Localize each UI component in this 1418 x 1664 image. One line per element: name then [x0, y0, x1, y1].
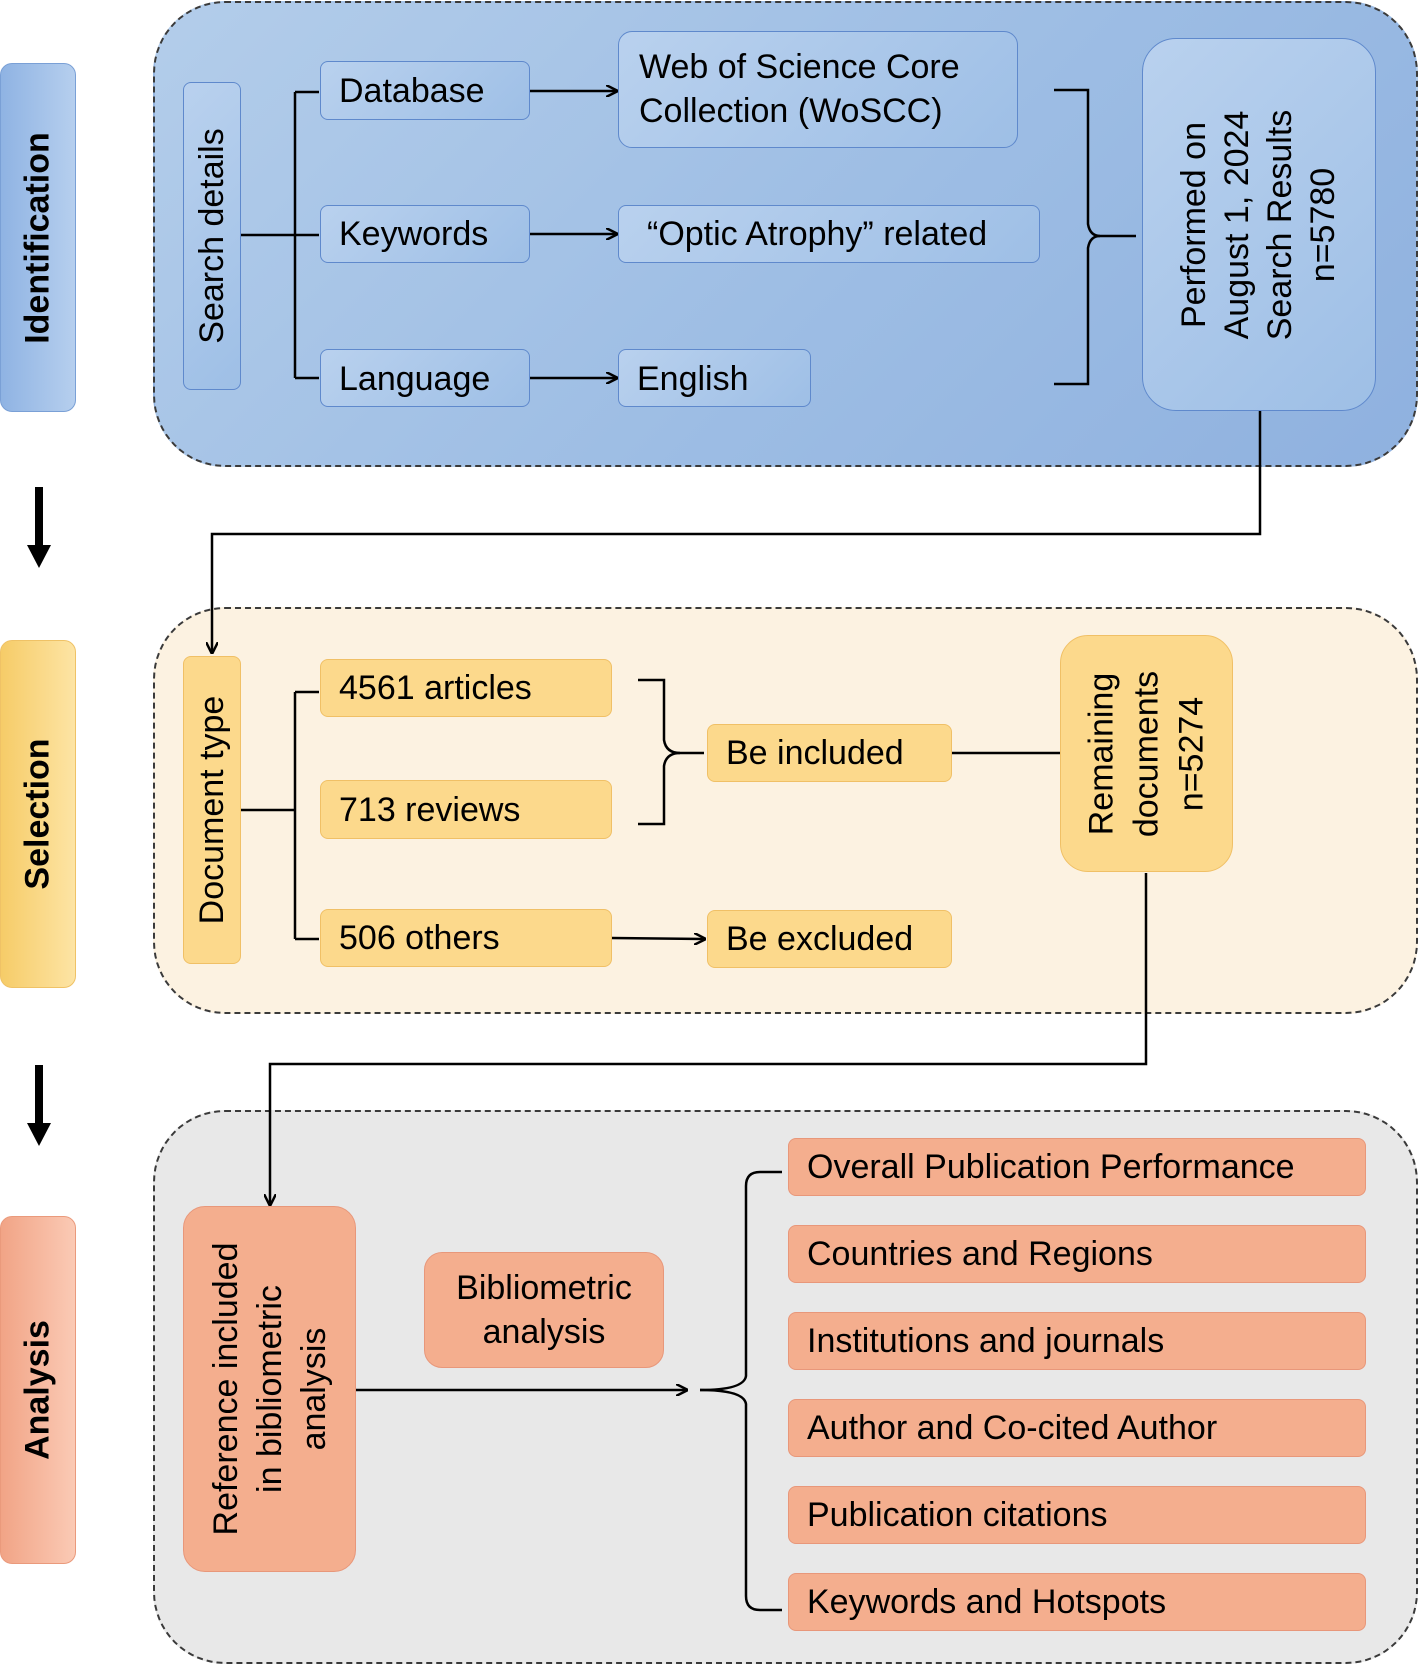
- reference-line3: analysis: [294, 1327, 333, 1451]
- database-box: Database: [320, 61, 530, 120]
- search-results-text: Performed on August 1, 2024 Search Resul…: [1173, 109, 1345, 340]
- search-results-box: Performed on August 1, 2024 Search Resul…: [1142, 38, 1376, 411]
- remaining-line2: documents: [1127, 670, 1165, 837]
- analysis-item-label: Overall Publication Performance: [807, 1148, 1295, 1186]
- analysis-item-label: Countries and Regions: [807, 1235, 1153, 1273]
- stage-identification: Identification: [0, 63, 76, 412]
- remaining-count: n=5274: [1172, 696, 1210, 811]
- analysis-item: Author and Co-cited Author: [788, 1399, 1366, 1457]
- stage-selection-label: Selection: [18, 738, 57, 890]
- analysis-item-label: Publication citations: [807, 1496, 1108, 1534]
- search-details-box: Search details: [183, 82, 241, 390]
- stage-analysis-label: Analysis: [18, 1320, 57, 1460]
- bibliometric-analysis-box: Bibliometric analysis: [424, 1252, 664, 1368]
- database-value-line2: Collection (WoSCC): [639, 92, 943, 130]
- reference-line1: Reference included: [206, 1242, 245, 1536]
- stage-analysis: Analysis: [0, 1216, 76, 1564]
- database-label: Database: [339, 72, 485, 110]
- search-results-line2: August 1, 2024: [1218, 110, 1256, 339]
- keywords-value-box: “Optic Atrophy” related: [618, 205, 1040, 263]
- stage-selection: Selection: [0, 640, 76, 988]
- excluded-label: Be excluded: [726, 920, 914, 958]
- language-value-box: English: [618, 349, 811, 407]
- language-value: English: [637, 360, 749, 398]
- others-label: 506 others: [339, 919, 500, 957]
- analysis-item: Institutions and journals: [788, 1312, 1366, 1370]
- remaining-documents-box: Remaining documents n=5274: [1060, 635, 1233, 872]
- keywords-value: “Optic Atrophy” related: [647, 215, 988, 253]
- search-results-line1: Performed on: [1175, 121, 1213, 328]
- excluded-box: Be excluded: [707, 910, 952, 968]
- analysis-item: Keywords and Hotspots: [788, 1573, 1366, 1631]
- analysis-item: Countries and Regions: [788, 1225, 1366, 1283]
- analysis-item: Publication citations: [788, 1486, 1366, 1544]
- database-value-box: Web of Science Core Collection (WoSCC): [618, 31, 1018, 148]
- reference-included-box: Reference included in bibliometric analy…: [183, 1206, 356, 1572]
- document-type-box: Document type: [183, 656, 241, 964]
- others-box: 506 others: [320, 909, 612, 967]
- language-label: Language: [339, 360, 491, 398]
- articles-box: 4561 articles: [320, 659, 612, 717]
- remaining-documents-text: Remaining documents n=5274: [1079, 670, 1214, 836]
- bibliometric-line2: analysis: [482, 1313, 606, 1351]
- search-details-label: Search details: [193, 128, 231, 344]
- remaining-line1: Remaining: [1082, 672, 1120, 835]
- reviews-box: 713 reviews: [320, 780, 612, 839]
- stage-arrow-2: [35, 1065, 43, 1123]
- search-results-count: n=5780: [1304, 167, 1342, 282]
- articles-label: 4561 articles: [339, 669, 532, 707]
- reference-line2: in bibliometric: [250, 1285, 289, 1493]
- analysis-item-label: Institutions and journals: [807, 1322, 1165, 1360]
- stage-arrow-1: [35, 487, 43, 545]
- language-box: Language: [320, 349, 530, 407]
- keywords-box: Keywords: [320, 205, 530, 263]
- search-results-line3: Search Results: [1261, 109, 1299, 340]
- reference-included-text: Reference included in bibliometric analy…: [204, 1243, 336, 1536]
- analysis-item-label: Author and Co-cited Author: [807, 1409, 1218, 1447]
- reviews-label: 713 reviews: [339, 791, 521, 829]
- bibliometric-line1: Bibliometric: [456, 1269, 632, 1307]
- analysis-item: Overall Publication Performance: [788, 1138, 1366, 1196]
- keywords-label: Keywords: [339, 215, 489, 253]
- database-value-line1: Web of Science Core: [639, 48, 960, 86]
- included-box: Be included: [707, 724, 952, 782]
- stage-identification-label: Identification: [18, 131, 57, 344]
- included-label: Be included: [726, 734, 904, 772]
- document-type-label: Document type: [193, 695, 231, 925]
- analysis-item-label: Keywords and Hotspots: [807, 1583, 1167, 1621]
